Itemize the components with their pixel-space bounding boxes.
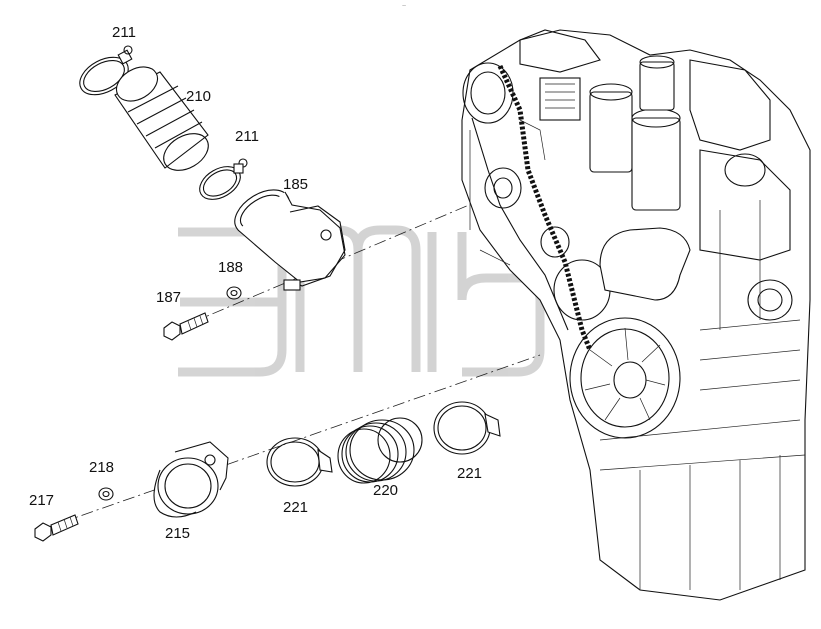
label-215: 215: [165, 525, 190, 542]
label-217: 217: [29, 492, 54, 509]
label-211-top: 211: [112, 24, 136, 41]
idler-pulley-mid: [484, 167, 522, 209]
fuel-filter: [631, 117, 681, 211]
elbow-215[interactable]: [153, 441, 229, 518]
label-187: 187: [156, 289, 181, 306]
hose-210[interactable]: [110, 60, 214, 178]
label-220: 220: [373, 482, 398, 499]
washer-188[interactable]: [226, 286, 242, 300]
label-210: 210: [186, 88, 211, 105]
washer-218[interactable]: [98, 487, 114, 501]
callout-labels: 211 210 211 185 188 187 218 217 215 221 …: [29, 24, 482, 542]
hose-clamp-221-left[interactable]: [266, 437, 333, 487]
drive-belt: [497, 64, 593, 351]
hose-clamp-211-top[interactable]: [74, 45, 135, 102]
label-221-left: 221: [283, 499, 308, 516]
coolant-elbow: [599, 227, 691, 301]
oil-filter: [589, 91, 633, 173]
label-218: 218: [89, 459, 114, 476]
engine-block: [461, 29, 811, 601]
hose-clamp-221-right[interactable]: [433, 401, 501, 455]
label-188: 188: [218, 259, 243, 276]
top-mark: ~: [402, 3, 406, 10]
outlet-elbow-185[interactable]: [227, 181, 346, 291]
bolt-187[interactable]: [163, 312, 209, 341]
crank-pulley: [569, 317, 681, 439]
idler-pulley-top: [462, 62, 514, 124]
label-185: 185: [283, 176, 308, 193]
label-211-second: 211: [235, 128, 259, 145]
label-221-right: 221: [457, 465, 482, 482]
bolt-217[interactable]: [34, 514, 79, 542]
hose-220[interactable]: [337, 417, 423, 484]
hose-clamp-211-second[interactable]: [194, 158, 248, 206]
